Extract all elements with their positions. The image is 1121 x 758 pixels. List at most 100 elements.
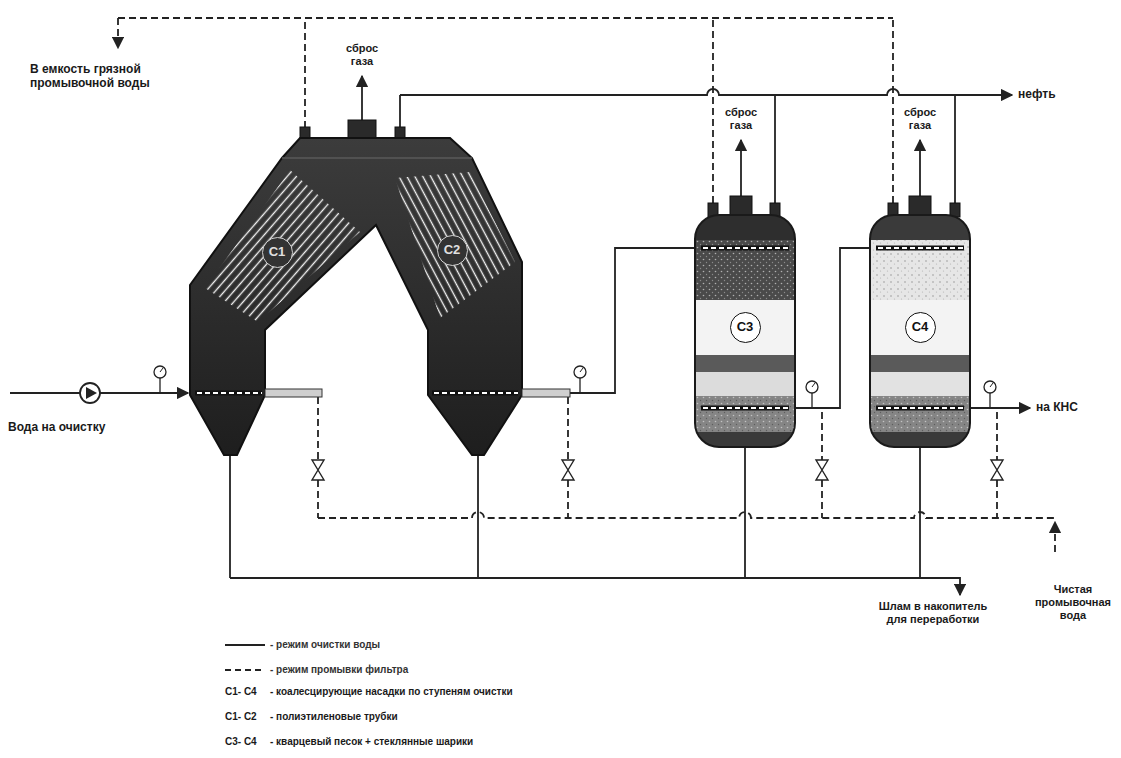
gauge-needle: [812, 383, 815, 387]
wash-line: [317, 397, 319, 518]
stage-label: C1: [269, 245, 286, 259]
key-text: - кварцевый песок + стеклянные шарики: [270, 736, 710, 748]
stage-label: C2: [444, 243, 461, 257]
support-grid: [870, 355, 970, 372]
distributor: [432, 391, 518, 396]
valve-symbol: [562, 460, 574, 480]
filter-vessel: [870, 215, 970, 447]
oil-pipe: [954, 95, 956, 203]
gas-vent-arrow: [740, 140, 742, 196]
drain-pipe: [229, 455, 231, 578]
annotation: Чистая промывочная вода: [1028, 583, 1118, 623]
pipe-stub: [265, 389, 322, 397]
annotation: нефть: [1018, 87, 1088, 101]
legend-text: - режим промывки фильтра: [270, 664, 408, 675]
legend-swatch: [225, 665, 265, 675]
process-pipe: [789, 248, 876, 408]
pressure-gauge: [984, 381, 996, 393]
process-pipe: [570, 248, 701, 393]
legend-line-sample: [225, 644, 265, 646]
gas-nozzle: [730, 196, 752, 216]
gas-nozzle: [909, 196, 931, 216]
bead-layer: [870, 372, 970, 396]
pump-symbol: [80, 383, 100, 403]
pressure-gauge: [574, 366, 586, 378]
legend-swatch: [225, 640, 265, 650]
annotation: В емкость грязной промывочной воды: [30, 62, 190, 91]
stage-circle: C4: [905, 312, 936, 343]
filter-vessel: [695, 215, 795, 447]
distributor: [701, 248, 789, 408]
distributor: [195, 391, 262, 396]
bottom-layer: [870, 396, 970, 432]
wash-line: [1054, 522, 1056, 552]
wash-line: [567, 397, 569, 518]
key-text: - коалесцирующие насадки по ступеням очи…: [270, 686, 710, 698]
oil-pipe: [774, 95, 776, 203]
coalescer-vessel: [190, 138, 522, 455]
legend-item: - режим очистки воды: [225, 632, 408, 657]
stage-circle: C1: [262, 237, 293, 268]
wash-line: [318, 512, 1055, 518]
oil-pipe: [400, 89, 1012, 95]
wash-line: [117, 18, 119, 48]
gas-vent-arrow: [919, 140, 921, 196]
drain-pipe: [477, 455, 479, 578]
pressure-gauge: [806, 381, 818, 393]
filter-vessel-body: [695, 215, 795, 447]
valve-symbol: [991, 460, 1003, 480]
vessel-cap: [695, 215, 795, 240]
distributor: [434, 392, 518, 394]
wash-line: [304, 18, 306, 128]
gauge-stem: [159, 378, 160, 393]
stage-circle: C2: [437, 235, 468, 266]
stage-label: C3: [737, 320, 754, 334]
pressure-gauge: [154, 366, 166, 378]
gauge-needle: [990, 383, 993, 387]
valve-symbol: [816, 460, 828, 480]
bottom-layer: [695, 396, 795, 432]
gauge-stem: [579, 378, 580, 393]
wash-line: [892, 18, 894, 203]
polyethylene-tubes: [395, 172, 515, 318]
outlet-pipe: [964, 407, 1030, 409]
legend-text: - режим очистки воды: [270, 639, 380, 650]
gauge-needle: [160, 368, 163, 372]
pump-symbol: [86, 387, 97, 399]
key-text: C1- C4: [225, 686, 270, 698]
polyethylene-tubes: [205, 170, 360, 322]
distributor: [197, 392, 262, 394]
drain-pipe: [230, 578, 960, 595]
annotation: сброс газа: [335, 42, 389, 68]
legend-item: - режим промывки фильтра: [225, 657, 408, 682]
valve-symbol: [312, 460, 324, 480]
gauge-stem: [811, 393, 812, 408]
stage-circle: C3: [730, 312, 761, 343]
support-grid: [695, 355, 795, 372]
annotation: сброс газа: [893, 106, 947, 132]
stage-label: C4: [912, 320, 929, 334]
gauge-stem: [989, 393, 990, 408]
annotation: Шлам в накопитель для переработки: [868, 600, 998, 626]
oil-pipe: [399, 95, 401, 128]
wash-line: [118, 17, 893, 19]
legend: - режим очистки воды - режим промывки фил…: [225, 632, 408, 682]
gas-vent-arrow: [361, 76, 363, 120]
free-space: [695, 300, 795, 355]
distributor: [876, 248, 964, 408]
vessel-cap: [870, 215, 970, 240]
annotation: на КНС: [1036, 400, 1116, 414]
wash-line: [712, 18, 714, 203]
key-text: - полиэтиленовые трубки: [270, 711, 710, 723]
distributor: [878, 248, 964, 408]
filter-vessel-body: [870, 215, 970, 447]
bead-layer: [695, 372, 795, 396]
distributor: [703, 248, 789, 408]
free-space: [870, 300, 970, 355]
annotation: Вода на очистку: [8, 420, 178, 434]
key-text: C1- C2: [225, 711, 270, 723]
key-text: C3- C4: [225, 736, 270, 748]
